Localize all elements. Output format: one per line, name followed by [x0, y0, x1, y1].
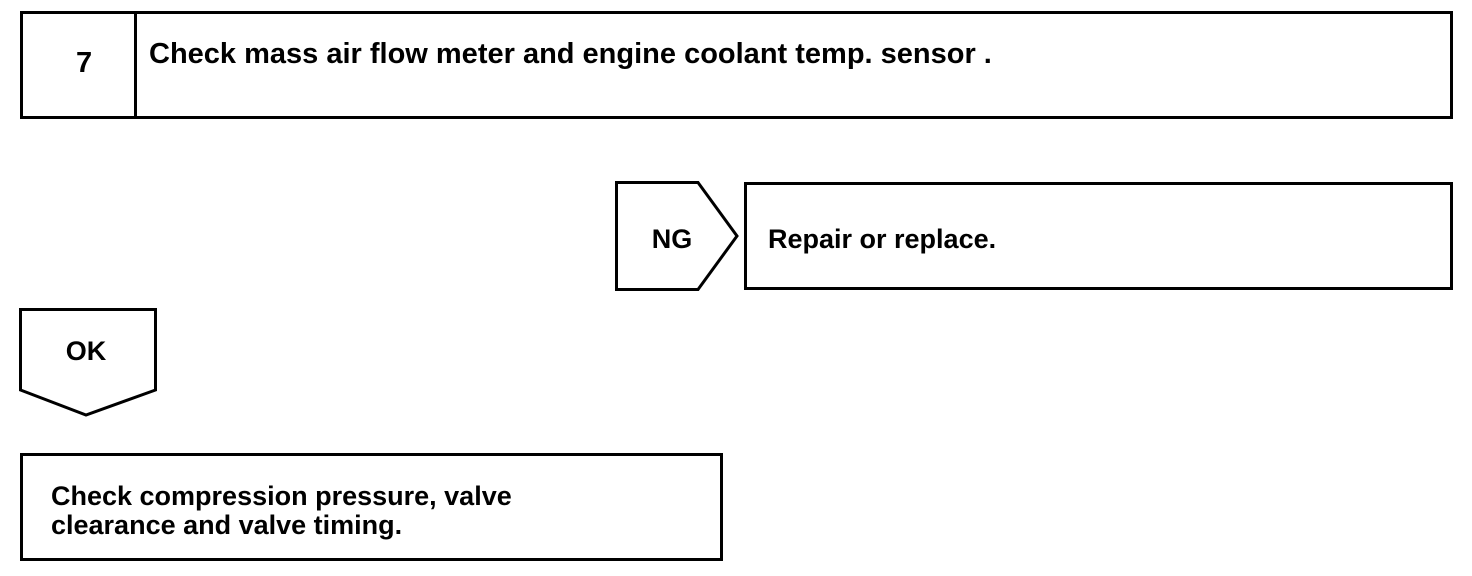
final-check-box: Check compression pressure, valve cleara… — [20, 453, 723, 561]
ng-result-box: Repair or replace. — [744, 182, 1453, 290]
ok-arrow: OK — [19, 308, 157, 417]
ng-arrow-shape — [615, 181, 739, 291]
ng-arrow: NG — [615, 181, 739, 291]
step-number: 7 — [76, 47, 93, 79]
ng-label: NG — [652, 224, 693, 254]
ng-result-text: Repair or replace. — [768, 224, 997, 254]
ok-label: OK — [66, 336, 107, 366]
ok-arrow-shape — [19, 308, 157, 417]
final-check-line-2: clearance and valve timing. — [51, 510, 403, 540]
final-check-line-1: Check compression pressure, valve — [51, 481, 512, 511]
final-check-text: Check compression pressure, valve cleara… — [51, 482, 711, 540]
step-header-box: 7 Check mass air flow meter and engine c… — [20, 11, 1453, 119]
step-number-divider — [134, 14, 137, 116]
step-title: Check mass air flow meter and engine coo… — [149, 38, 992, 70]
